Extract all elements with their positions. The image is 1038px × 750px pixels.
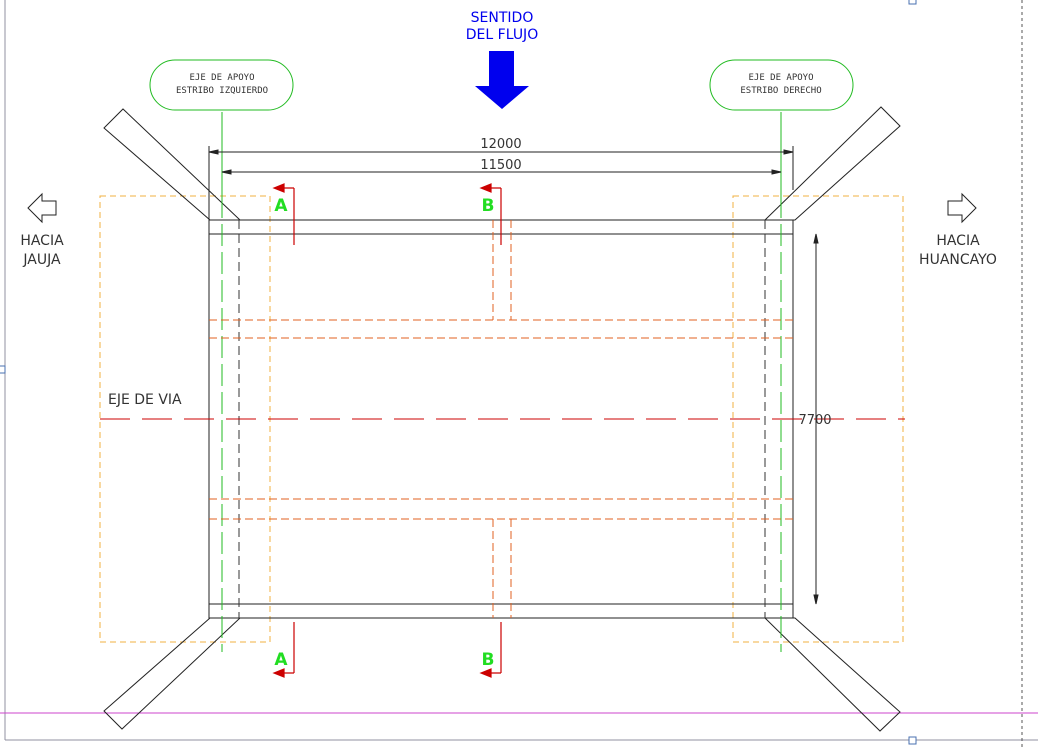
arrow-right-icon [947,192,977,224]
section-b-bottom: B [482,650,495,670]
dimension-inner: 11500 [480,158,521,173]
right-support-line2: ESTRIBO DERECHO [740,86,821,96]
direction-right-line2: HUANCAYO [919,252,997,268]
beams [209,220,793,618]
section-a-bottom: A [274,650,288,670]
section-b-top: B [482,196,495,216]
grip-handle-bottom[interactable] [908,736,917,745]
grip-handle-left[interactable] [0,365,6,374]
dimension-lines [208,146,819,605]
arrow-left-icon [27,192,57,224]
wing-wall-bottom-left [103,617,242,730]
wing-wall-bottom-right [763,617,901,732]
grip-handle-top[interactable] [908,0,917,5]
right-support-line1: EJE DE APOYO [748,73,813,83]
wing-wall-top-right [763,106,901,221]
left-support-callout: EJE DE APOYO ESTRIBO IZQUIERDO [149,59,294,111]
dimension-outer: 12000 [480,137,521,152]
section-markers [272,183,502,678]
support-axes [221,112,782,652]
wing-wall-top-left [103,108,242,221]
section-a-top: A [274,196,288,216]
flow-label-line2: DEL FLUJO [466,27,538,43]
road-axis-label: EJE DE VIA [108,392,182,408]
direction-left-line1: HACIA [20,233,64,249]
right-support-callout: EJE DE APOYO ESTRIBO DERECHO [709,59,854,111]
direction-right-line1: HACIA [936,233,980,249]
dimension-height: 7700 [798,413,831,428]
flow-arrow-icon [475,51,529,109]
left-support-line1: EJE DE APOYO [189,73,254,83]
left-support-line2: ESTRIBO IZQUIERDO [176,86,268,96]
direction-left-line2: JAUJA [22,252,61,268]
flow-label-line1: SENTIDO [471,10,534,26]
